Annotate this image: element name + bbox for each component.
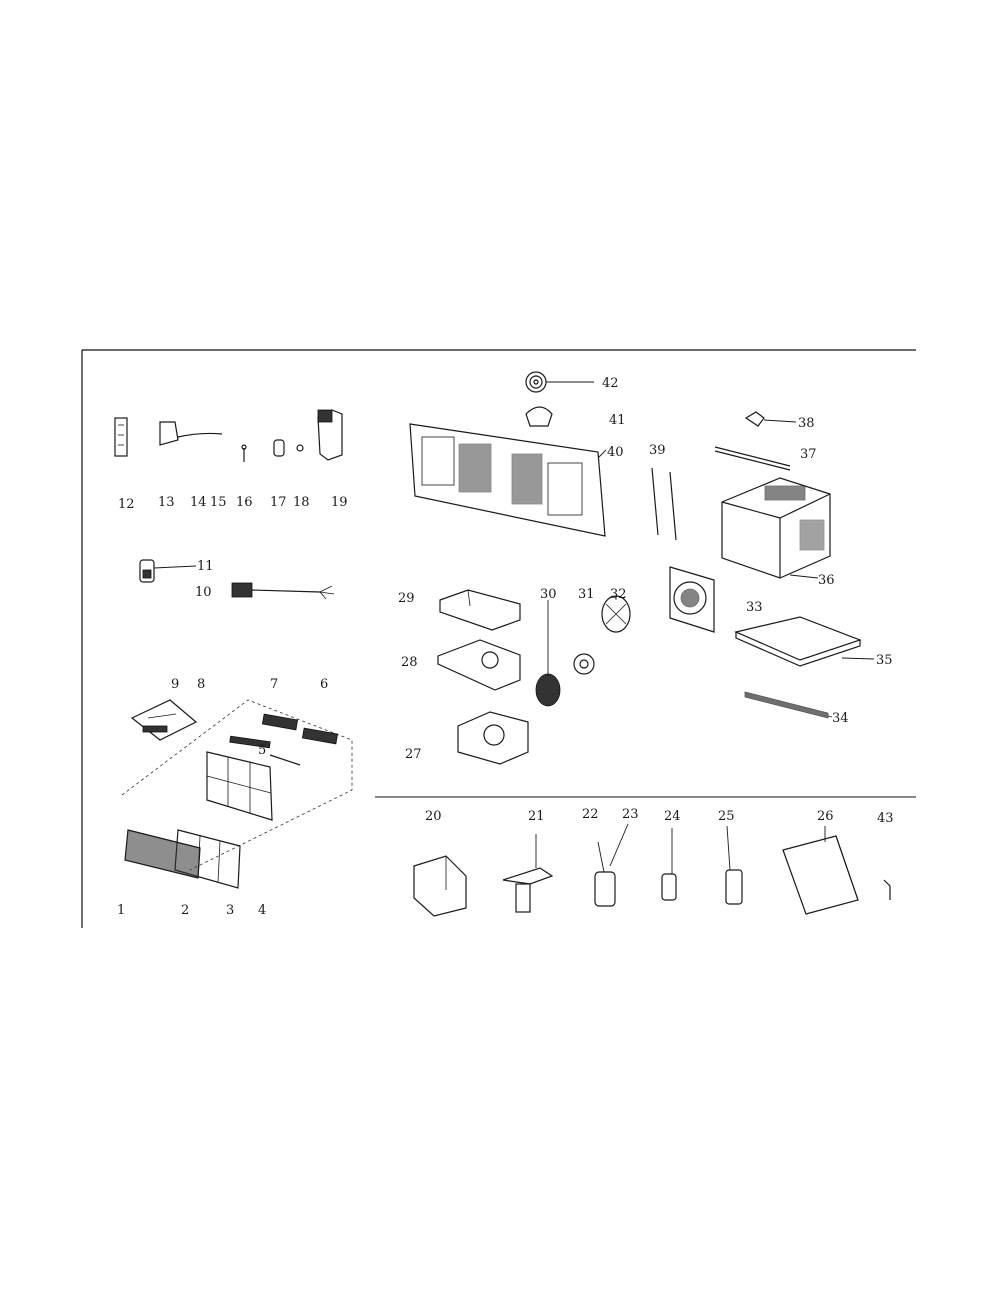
part-18-washer (296, 444, 304, 452)
label-40: 40 (607, 445, 624, 460)
part-37-rail (714, 446, 791, 471)
label-19: 19 (331, 495, 348, 510)
label-14: 14 (190, 495, 207, 510)
part-5-shaft (229, 735, 301, 766)
label-10: 10 (195, 585, 212, 600)
label-1: 1 (117, 903, 125, 918)
part-21-mounting-bracket (502, 834, 554, 913)
label-21: 21 (528, 809, 545, 824)
part-13-cable (159, 421, 223, 446)
label-38: 38 (798, 416, 815, 431)
part-7-louver (261, 713, 299, 731)
label-33: 33 (746, 600, 763, 615)
label-4: 4 (258, 903, 266, 918)
label-30: 30 (540, 587, 557, 602)
label-6: 6 (320, 677, 328, 692)
label-23: 23 (622, 807, 639, 822)
label-7: 7 (270, 677, 278, 692)
part-22-23-capacitor (594, 823, 629, 907)
part-36-cabinet (721, 477, 831, 579)
label-12: 12 (118, 497, 135, 512)
front-panel-group-outline (121, 699, 353, 871)
label-27: 27 (405, 747, 422, 762)
label-3: 3 (226, 903, 234, 918)
part-17-clip (273, 439, 285, 457)
label-9: 9 (171, 677, 179, 692)
label-24: 24 (664, 809, 681, 824)
label-15: 15 (210, 495, 227, 510)
label-29: 29 (398, 591, 415, 606)
part-2-intake-grille (124, 829, 201, 879)
part-39-seal-strips (651, 467, 677, 541)
part-20-control-box (413, 855, 467, 917)
label-42: 42 (602, 376, 619, 391)
part-30-blower-wheel (535, 600, 561, 707)
label-32: 32 (610, 587, 627, 602)
part-12-bracket (114, 417, 128, 457)
part-10-power-cord (231, 582, 335, 600)
label-39: 39 (649, 443, 666, 458)
part-33-fan-shroud (669, 566, 715, 633)
label-20: 20 (425, 809, 442, 824)
part-25-switch (725, 825, 743, 905)
part-16-screw (241, 444, 247, 462)
label-17: 17 (270, 495, 287, 510)
part-28-motor-bracket (437, 639, 521, 691)
part-35-base-pan (734, 616, 875, 667)
label-11: 11 (197, 559, 214, 574)
part-19-capacitor-cover (317, 409, 343, 461)
part-42-spring (525, 371, 594, 393)
part-number-labels: 1 2 3 4 5 6 7 8 9 10 11 12 13 14 15 16 1… (117, 376, 894, 918)
part-27-housing (457, 711, 529, 765)
part-29-duct (439, 589, 521, 631)
part-32-fan-blade (601, 595, 631, 633)
label-41: 41 (609, 413, 626, 428)
part-6-louver (301, 727, 339, 745)
part-38-knob (744, 411, 797, 427)
part-31-motor (573, 653, 595, 675)
label-43: 43 (877, 811, 894, 826)
label-5: 5 (258, 743, 266, 758)
label-18: 18 (293, 495, 310, 510)
part-8-9-label-plate (130, 699, 198, 741)
part-41-bearing (525, 406, 553, 427)
label-2: 2 (181, 903, 189, 918)
label-35: 35 (876, 653, 893, 668)
part-43-pin (883, 879, 891, 900)
label-37: 37 (800, 447, 817, 462)
label-36: 36 (818, 573, 835, 588)
label-16: 16 (236, 495, 253, 510)
part-34-drain-strip (744, 691, 833, 719)
label-22: 22 (582, 807, 599, 822)
part-40-partition-panel (409, 423, 607, 537)
part-24-relay (661, 828, 677, 901)
label-13: 13 (158, 495, 175, 510)
diagram-frame (81, 349, 916, 928)
label-25: 25 (718, 809, 735, 824)
label-8: 8 (197, 677, 205, 692)
label-31: 31 (578, 587, 595, 602)
label-26: 26 (817, 809, 834, 824)
part-4-front-grille (206, 751, 273, 821)
label-34: 34 (832, 711, 849, 726)
part-11-thermostat (139, 559, 197, 583)
label-28: 28 (401, 655, 418, 670)
part-26-evaporator-coil (782, 826, 859, 915)
